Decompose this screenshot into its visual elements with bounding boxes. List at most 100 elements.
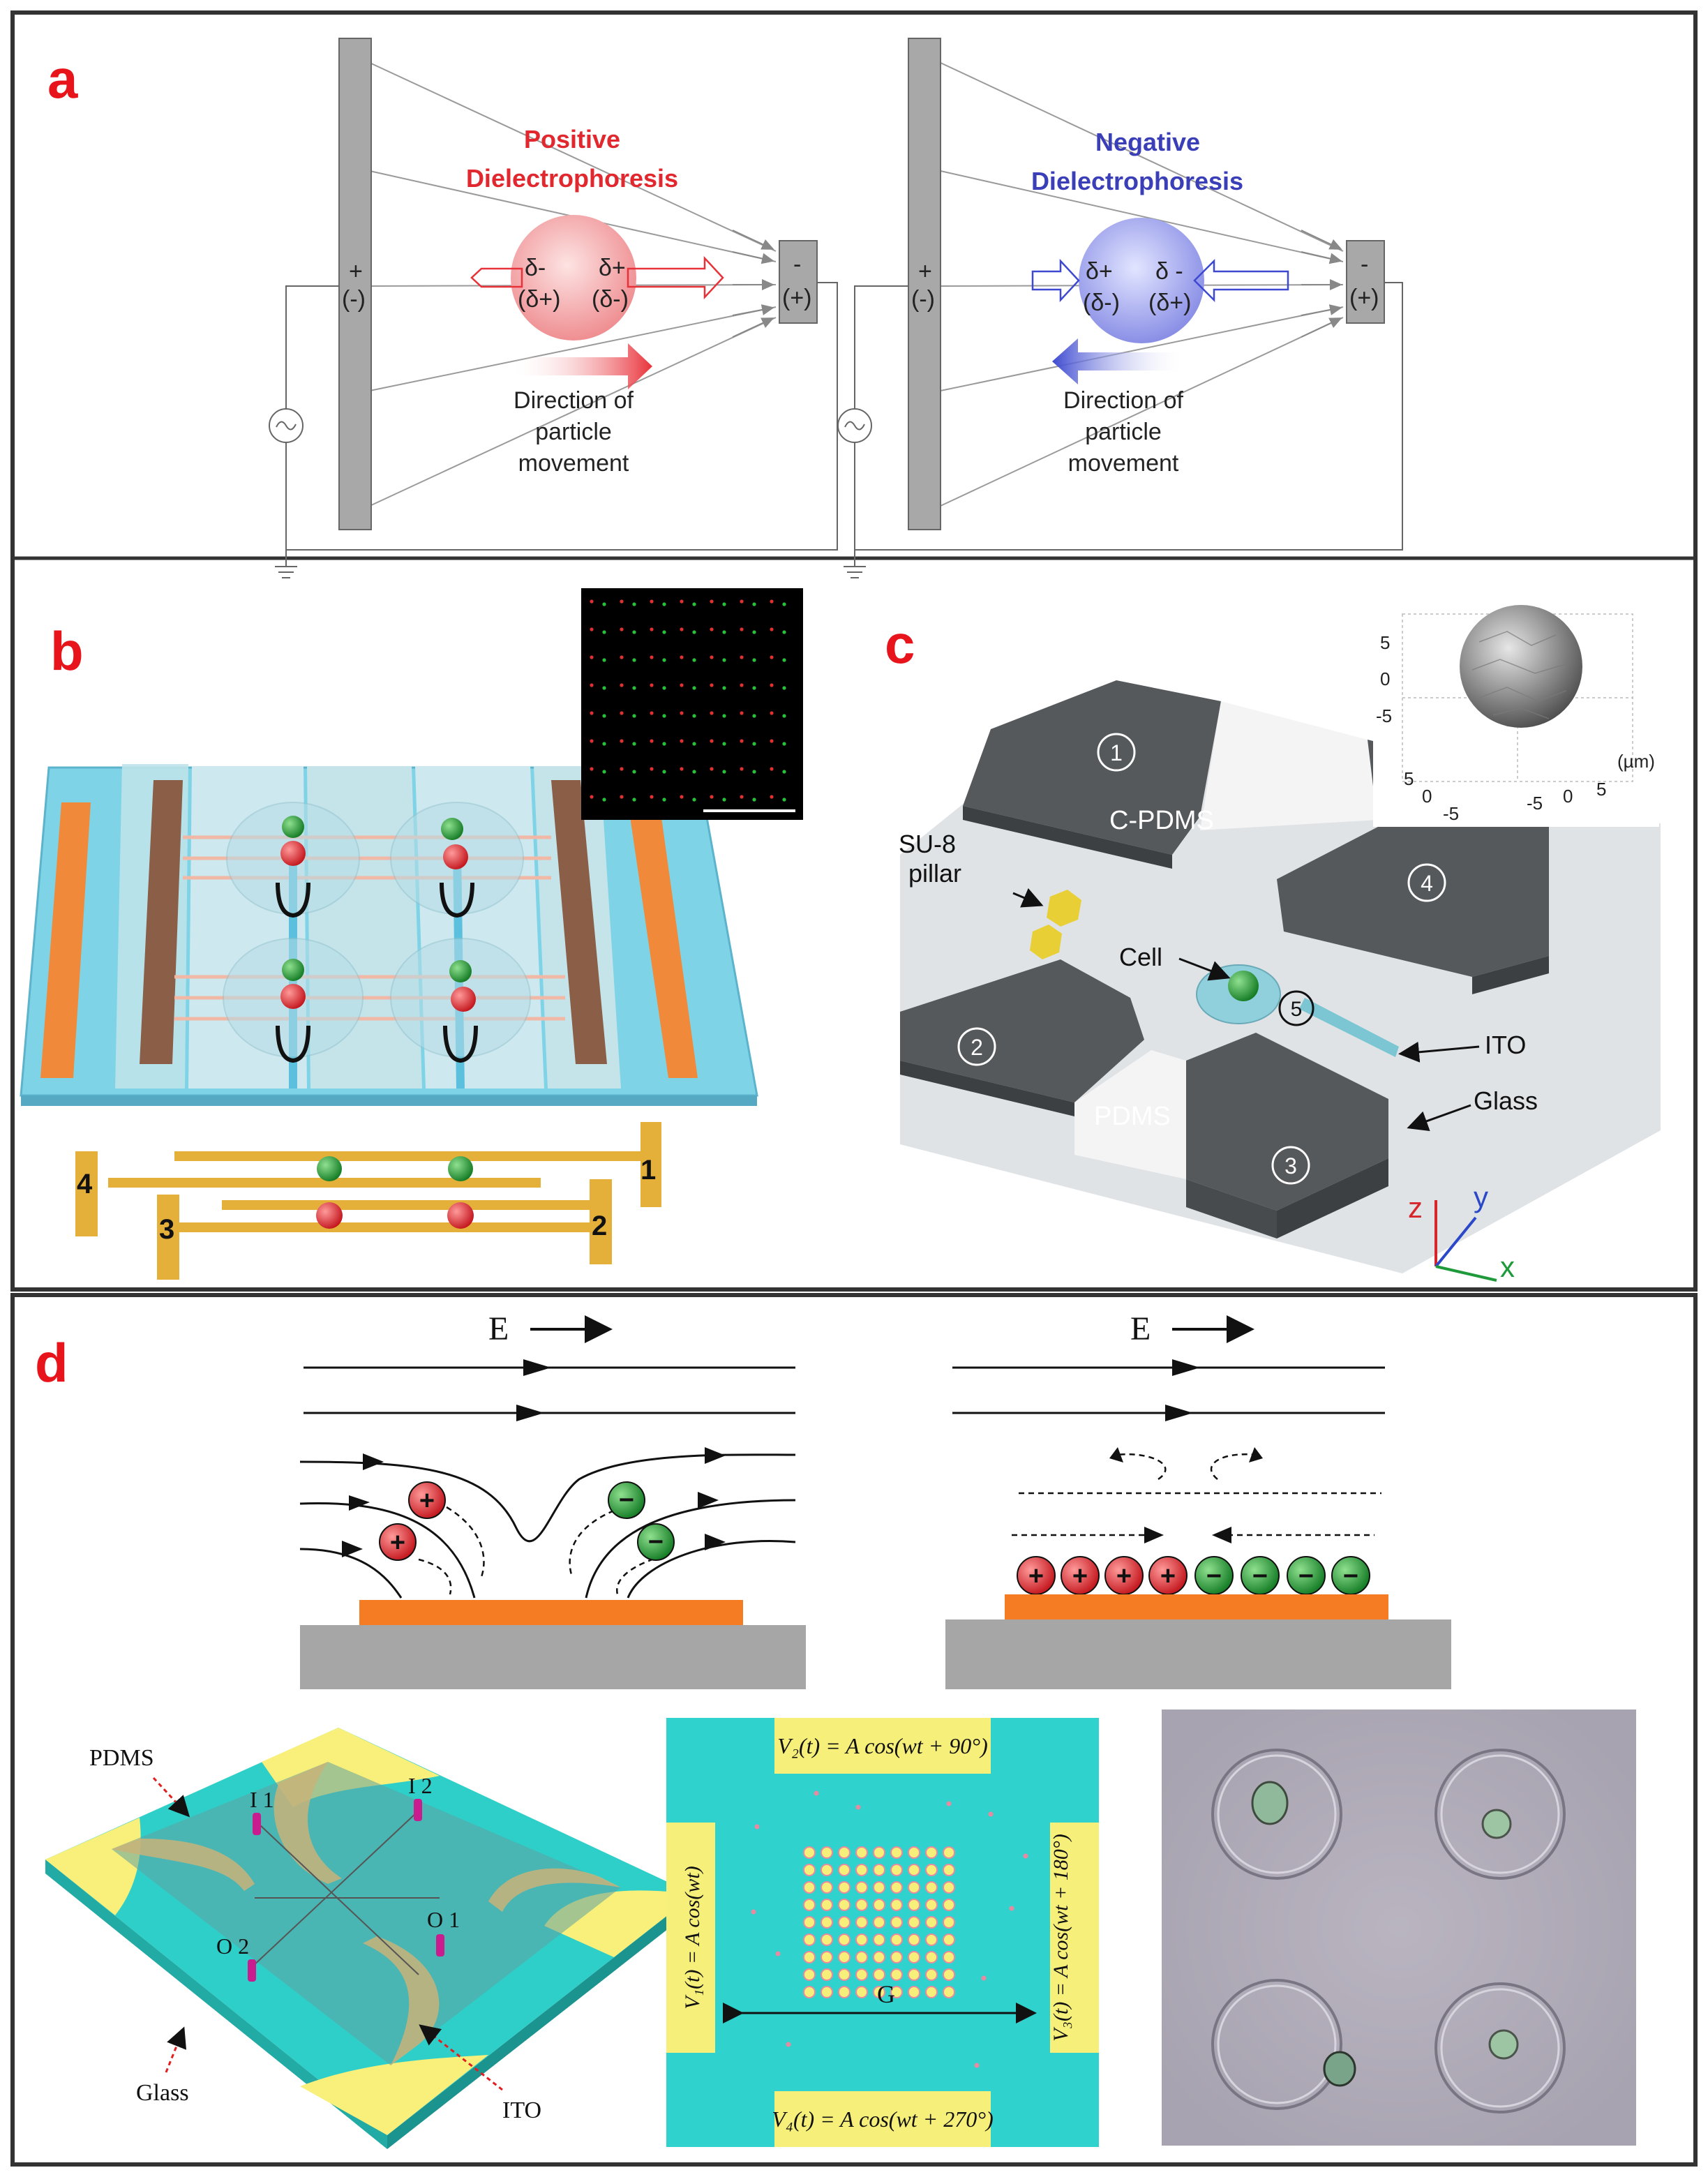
svg-text:-5: -5	[1376, 705, 1392, 726]
voltage-v4: V₄(t) = A cos(wt + 270°)	[772, 2107, 993, 2132]
svg-text:Cell: Cell	[1119, 943, 1162, 971]
svg-text:4: 4	[77, 1169, 93, 1199]
svg-text:−: −	[648, 1527, 664, 1557]
svg-text:+: +	[918, 258, 932, 285]
svg-text:x: x	[1500, 1250, 1515, 1283]
svg-text:(+): (+)	[782, 285, 812, 311]
svg-text:−: −	[1298, 1562, 1314, 1591]
svg-text:Direction of: Direction of	[514, 387, 634, 414]
svg-text:3: 3	[1284, 1153, 1297, 1179]
svg-text:+: +	[419, 1486, 435, 1516]
svg-text:PDMS: PDMS	[1094, 1102, 1171, 1131]
svg-text:−: −	[1343, 1562, 1358, 1591]
svg-text:δ -: δ -	[1155, 258, 1183, 285]
panel-d-letter: d	[35, 1332, 68, 1393]
svg-text:0: 0	[1380, 668, 1390, 689]
svg-text:E: E	[1130, 1310, 1151, 1347]
svg-text:0: 0	[1422, 786, 1432, 807]
ground-icon	[275, 550, 297, 578]
gap-label: G	[877, 1980, 895, 2008]
svg-text:+: +	[349, 258, 363, 285]
panel-a-letter: a	[47, 48, 78, 110]
svg-text:δ+: δ+	[1086, 258, 1113, 285]
svg-text:+: +	[1116, 1562, 1132, 1591]
voltage-v2: V₂(t) = A cos(wt + 90°)	[777, 1733, 987, 1758]
panel-b-letter: b	[50, 620, 84, 682]
svg-text:-5: -5	[1443, 803, 1459, 824]
pdep-diagram: + (-) - (+) Positive Dielectrophoresis δ…	[269, 38, 838, 578]
svg-text:−: −	[1206, 1562, 1222, 1591]
svg-text:3: 3	[159, 1214, 174, 1245]
svg-text:+: +	[390, 1528, 405, 1557]
svg-text:+: +	[1028, 1562, 1044, 1591]
ion-flow-right: E ++++−−−−	[945, 1310, 1451, 1689]
svg-text:−: −	[1252, 1562, 1268, 1591]
svg-text:-: -	[793, 251, 801, 278]
svg-text:Glass: Glass	[136, 2080, 189, 2106]
ground-icon	[844, 550, 866, 578]
svg-text:δ-: δ-	[525, 255, 546, 281]
svg-text:particle: particle	[535, 419, 612, 445]
cell-bead	[1228, 971, 1259, 1001]
svg-text:(δ-): (δ-)	[1083, 290, 1120, 316]
svg-text:I 1: I 1	[250, 1787, 274, 1812]
svg-text:O 1: O 1	[427, 1907, 460, 1932]
ndep-particle	[1079, 218, 1204, 343]
svg-text:(-): (-)	[911, 286, 935, 313]
ndep-title-2: Dielectrophoresis	[1031, 167, 1243, 195]
pdep-direction-arrow	[509, 343, 652, 389]
svg-text:(+): (+)	[1349, 285, 1379, 311]
svg-text:0: 0	[1563, 786, 1573, 807]
fluorescence-inset	[581, 588, 803, 820]
svg-text:O 2: O 2	[216, 1933, 249, 1959]
svg-text:(δ+): (δ+)	[1148, 290, 1191, 316]
svg-text:Direction of: Direction of	[1063, 387, 1184, 414]
svg-text:PDMS: PDMS	[89, 1745, 154, 1771]
svg-text:δ+: δ+	[599, 255, 626, 281]
panel-frame-top	[10, 10, 1698, 1292]
ion-flow-left: E + + −	[299, 1310, 806, 1689]
svg-text:E: E	[488, 1310, 509, 1347]
microwell-image	[1162, 1710, 1636, 2146]
cell-3d-inset: 5 0 -5 5 0 -5 -5 0 5 (µm)	[1373, 590, 1659, 827]
svg-text:+: +	[1072, 1562, 1088, 1591]
pdep-particle	[511, 215, 636, 341]
pdep-title: Positive	[524, 125, 620, 154]
svg-text:pillar: pillar	[908, 859, 961, 888]
electrode-schematic: 1 2 3 4	[75, 1122, 661, 1280]
pdep-large-electrode	[338, 38, 372, 530]
svg-text:1: 1	[1110, 740, 1123, 765]
ito-chip: I 1 I 2 O 2 O 1 PDMS Glass ITO	[45, 1728, 694, 2149]
svg-text:2: 2	[592, 1211, 607, 1241]
svg-text:5: 5	[1291, 998, 1303, 1021]
svg-text:1: 1	[640, 1155, 656, 1185]
ndep-large-electrode	[908, 38, 941, 530]
svg-text:SU-8: SU-8	[899, 830, 956, 858]
panel-frame-bottom	[10, 1293, 1698, 2167]
single-cell-chip: 1 2 3 4 5 C-PDMS PDMS SU-8 pillar Cell I…	[899, 680, 1661, 1283]
svg-text:2: 2	[971, 1035, 983, 1060]
svg-text:(δ-): (δ-)	[592, 286, 629, 313]
svg-text:z: z	[1408, 1191, 1423, 1224]
svg-text:5: 5	[1380, 632, 1390, 653]
voltage-v3: V₃(t) = A cos(wt + 180°)	[1049, 1834, 1072, 2042]
svg-text:-: -	[1361, 251, 1368, 278]
svg-text:(µm): (µm)	[1617, 751, 1655, 772]
svg-text:I 2: I 2	[408, 1773, 433, 1798]
svg-text:y: y	[1474, 1181, 1488, 1213]
ndep-diagram: + (-) - (+) Negative Dielectrophoresis δ…	[837, 38, 1403, 578]
pdep-title-2: Dielectrophoresis	[466, 164, 678, 193]
svg-text:ITO: ITO	[502, 2097, 541, 2123]
svg-text:-5: -5	[1527, 793, 1543, 814]
svg-text:particle: particle	[1085, 419, 1162, 445]
svg-text:movement: movement	[518, 450, 629, 477]
ndep-direction-arrow	[1052, 338, 1186, 384]
svg-text:+: +	[1160, 1562, 1176, 1591]
svg-text:Glass: Glass	[1474, 1086, 1538, 1115]
voltage-v1: V₁(t) = A cos(wt)	[681, 1866, 704, 2009]
quadrupole-array: V₂(t) = A cos(wt + 90°) V₄(t) = A cos(wt…	[666, 1718, 1099, 2147]
panel-c-letter: c	[885, 613, 915, 675]
svg-text:5: 5	[1404, 768, 1414, 789]
electrode-array-device	[20, 764, 758, 1106]
